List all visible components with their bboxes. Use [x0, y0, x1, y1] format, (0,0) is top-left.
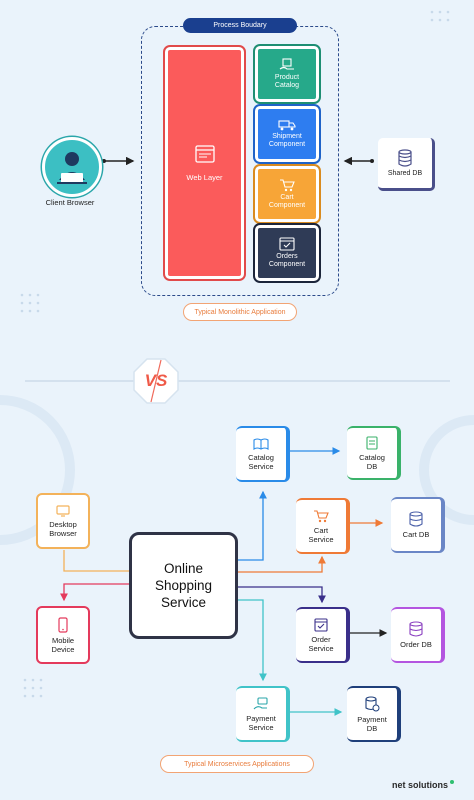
client-browser-label: Client Browser: [45, 197, 95, 207]
cart-icon: [280, 179, 295, 192]
orders-window-icon: [279, 237, 295, 251]
desktop-label-2: Browser: [49, 528, 77, 538]
catalog-service-label-1: Catalog: [248, 452, 274, 462]
orders-label-2: Component: [268, 261, 306, 268]
database-icon: [398, 149, 412, 167]
catalog-service-node: Catalog Service: [236, 426, 290, 482]
cart-db-node: Cart DB: [391, 497, 445, 553]
center-line-1: Online: [163, 561, 204, 576]
product-catalog-label-1: Product: [274, 74, 300, 81]
mobile-label-2: Device: [51, 644, 75, 654]
mobile-device-node: Mobile Device: [36, 606, 90, 664]
order-db-label: Order DB: [400, 640, 432, 649]
brand-text: net solutions: [392, 780, 448, 790]
online-shopping-service: Online Shopping Service: [129, 532, 238, 639]
cart-service-label-1: Cart: [313, 525, 329, 535]
order-service-label-1: Order: [311, 634, 331, 644]
vs-text: VS: [144, 371, 168, 390]
payment-hand-icon: [253, 696, 268, 709]
payment-database-icon: [365, 695, 380, 711]
web-layer: Web Layer: [163, 45, 246, 281]
payment-db-node: Payment DB: [347, 686, 401, 742]
catalog-db-icon: [366, 435, 378, 450]
cart-label-2: Component: [268, 202, 306, 209]
user-laptop-icon: [57, 152, 87, 184]
order-service-node: Order Service: [296, 607, 350, 663]
orders-label-1: Orders: [276, 253, 298, 260]
payment-service-label-2: Service: [248, 722, 274, 732]
center-line-2: Shopping: [154, 578, 213, 593]
desktop-icon: [56, 504, 70, 517]
product-catalog-label-2: Catalog: [274, 82, 300, 89]
open-book-icon: [253, 437, 269, 450]
shared-db-label: Shared DB: [387, 170, 423, 177]
desktop-browser-node: Desktop Browser: [36, 493, 90, 549]
vs-octagon: [133, 358, 179, 404]
payment-db-label-1: Payment: [357, 714, 387, 724]
brand-dot: [450, 780, 454, 784]
package-hand-icon: [279, 58, 294, 70]
cart-db-label: Cart DB: [402, 530, 430, 539]
catalog-db-node: Catalog DB: [347, 426, 401, 480]
catalog-db-label-2: DB: [366, 461, 378, 471]
micro-caption: Typical Microservices Applications: [160, 755, 314, 773]
web-layer-label: Web Layer: [186, 172, 223, 182]
order-service-label-2: Service: [308, 643, 334, 653]
shared-db-node: Shared DB: [378, 138, 435, 191]
order-database-icon: [409, 621, 423, 637]
catalog-db-label-1: Catalog: [359, 452, 385, 462]
shipment-label-2: Component: [268, 141, 306, 148]
shopping-cart-icon: [314, 509, 329, 522]
order-icon: [314, 617, 328, 632]
catalog-service-label-2: Service: [248, 461, 274, 471]
payment-service-node: Payment Service: [236, 686, 290, 742]
cart-service-label-2: Service: [308, 534, 334, 544]
client-browser-node: [42, 137, 102, 197]
center-line-3: Service: [160, 595, 206, 610]
process-boundary-label: Process Boudary: [183, 18, 297, 33]
browser-window-icon: [194, 144, 215, 163]
mobile-phone-icon: [58, 616, 68, 633]
cart-label-1: Cart: [280, 194, 294, 201]
payment-service-label-1: Payment: [246, 713, 276, 723]
monolith-caption: Typical Monolithic Application: [183, 303, 297, 321]
shipment-label-1: Shipment: [272, 133, 302, 140]
cart-service-node: Cart Service: [296, 498, 350, 554]
mobile-label-1: Mobile: [51, 635, 75, 645]
decor-dots: [20, 10, 450, 698]
desktop-label-1: Desktop: [49, 519, 77, 529]
vs-badge: VS: [131, 356, 181, 406]
order-db-node: Order DB: [391, 607, 445, 663]
cart-database-icon: [409, 511, 423, 527]
payment-db-label-2: DB: [366, 723, 378, 733]
truck-icon: [278, 120, 296, 131]
brand-logo: net solutions: [392, 778, 462, 792]
